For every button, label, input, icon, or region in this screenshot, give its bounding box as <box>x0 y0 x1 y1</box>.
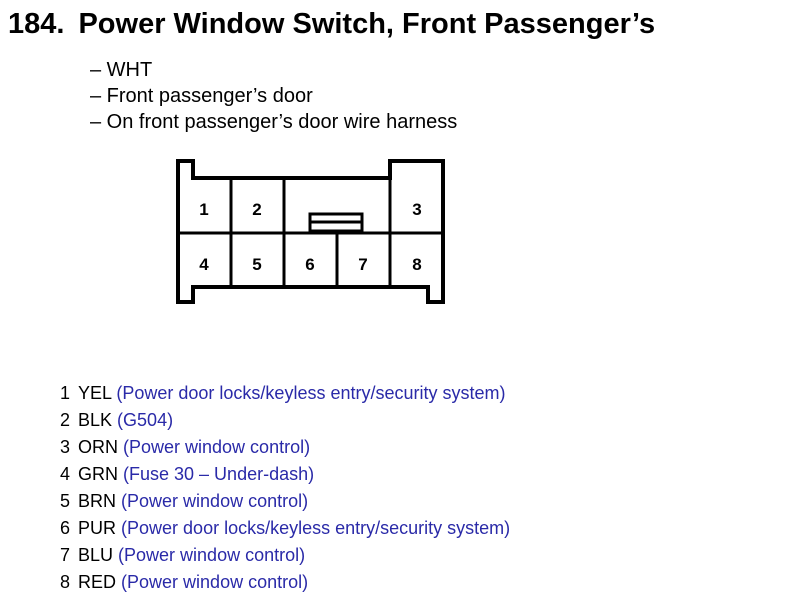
pin-number: 7 <box>59 545 70 565</box>
wire-color: ORN <box>78 437 118 457</box>
pin-description: (Fuse 30 – Under-dash) <box>123 464 315 484</box>
wire-color: BLU <box>78 545 114 565</box>
pin-row: 3 ORN (Power window control) <box>56 434 510 461</box>
pin-row: 8 RED (Power window control) <box>56 569 510 596</box>
pin-number: 2 <box>59 410 70 430</box>
cavity-label-1: 1 <box>199 200 208 219</box>
pin-row: 1 YEL (Power door locks/keyless entry/sec… <box>56 380 510 407</box>
pin-description: (Power door locks/keyless entry/security… <box>116 383 506 403</box>
pin-row: 5 BRN (Power window control) <box>56 488 510 515</box>
pin-number: 4 <box>59 464 70 484</box>
pin-description: (Power door locks/keyless entry/security… <box>121 518 511 538</box>
pin-number: 8 <box>59 572 70 592</box>
pin-number: 6 <box>59 518 70 538</box>
pin-description: (Power window control) <box>123 437 311 457</box>
note-connector-color: – WHT <box>90 59 153 81</box>
page-title: 184. Power Window Switch, Front Passenge… <box>8 8 655 48</box>
pin-description: (G504) <box>117 410 174 430</box>
pin-row: 7 BLU (Power window control) <box>56 542 510 569</box>
pin-row: 4 GRN (Fuse 30 – Under-dash) <box>56 461 510 488</box>
pin-description: (Power window control) <box>118 545 306 565</box>
cavity-label-3: 3 <box>412 200 421 219</box>
connector-housing <box>176 159 445 304</box>
cavity-label-7: 7 <box>358 255 367 274</box>
pin-list: 1 YEL (Power door locks/keyless entry/sec… <box>56 380 510 596</box>
cavity-label-5: 5 <box>252 255 261 274</box>
wire-color: RED <box>78 572 117 592</box>
note-location: – Front passenger’s door <box>90 85 313 107</box>
note-harness: – On front passenger’s door wire harness <box>90 111 458 133</box>
wire-color: GRN <box>78 464 118 484</box>
cavity-label-2: 2 <box>252 200 261 219</box>
wire-color: YEL <box>78 383 112 403</box>
pin-number: 1 <box>59 383 70 403</box>
cavity-label-4: 4 <box>199 255 209 274</box>
pin-description: (Power window control) <box>121 572 309 592</box>
cavity-label-6: 6 <box>305 255 314 274</box>
pin-description: (Power window control) <box>121 491 309 511</box>
wire-color: PUR <box>78 518 117 538</box>
wire-color: BLK <box>78 410 113 430</box>
wire-color: BRN <box>78 491 117 511</box>
pin-row: 2 BLK (G504) <box>56 407 510 434</box>
component-notes: – WHT – Front passenger’s door – On fron… <box>90 57 457 135</box>
component-title: Power Window Switch, Front Passenger’s <box>78 8 656 40</box>
pin-row: 6 PUR (Power door locks/keyless entry/sec… <box>56 515 510 542</box>
pin-number: 3 <box>59 437 70 457</box>
pin-number: 5 <box>59 491 70 511</box>
component-number: 184. <box>8 8 65 40</box>
cavity-label-8: 8 <box>412 255 421 274</box>
